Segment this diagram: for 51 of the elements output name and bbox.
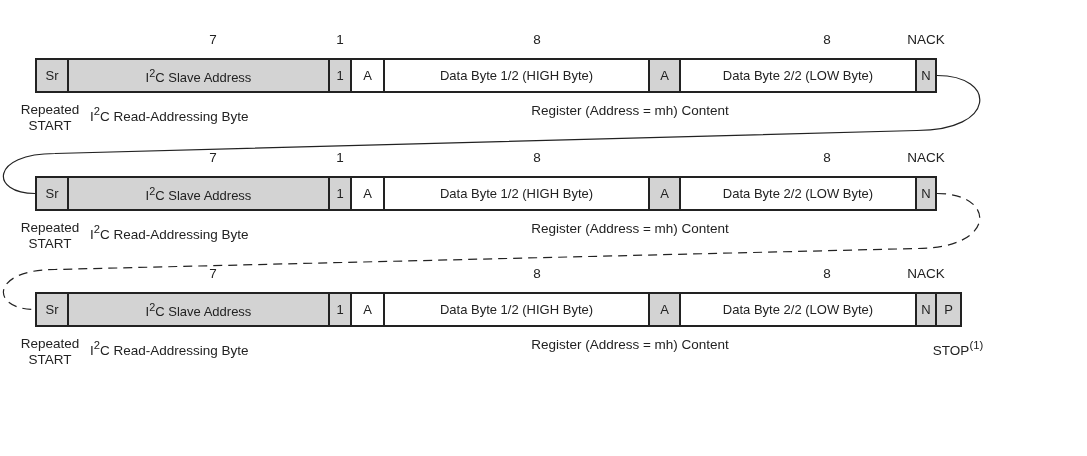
ack-field: A bbox=[350, 58, 385, 93]
bit-count: 8 bbox=[823, 150, 831, 166]
ack-field: A bbox=[350, 292, 385, 327]
nack-field: N bbox=[915, 58, 937, 93]
caption: NACK bbox=[907, 266, 945, 282]
caption: NACK bbox=[907, 32, 945, 48]
caption: I$^{2}$C Read-Addressing Byte bbox=[90, 338, 249, 359]
nack-field: N bbox=[915, 292, 937, 327]
caption: Register (Address = mh) Content bbox=[531, 221, 729, 237]
ack-field: A bbox=[350, 176, 385, 211]
bit-count: 1 bbox=[336, 150, 344, 166]
address-field: I$^{2}$C Slave Address bbox=[67, 176, 330, 211]
bit-count: 8 bbox=[823, 266, 831, 282]
data-field: Data Byte 2/2 (LOW Byte) bbox=[679, 292, 917, 327]
ack-field: A bbox=[648, 58, 681, 93]
data-field: Data Byte 1/2 (HIGH Byte) bbox=[383, 292, 650, 327]
caption: Repeated START bbox=[19, 102, 81, 134]
bit-count: 7 bbox=[209, 266, 217, 282]
bit-count: 7 bbox=[209, 32, 217, 48]
connector-line bbox=[3, 192, 981, 311]
data-field: Data Byte 1/2 (HIGH Byte) bbox=[383, 58, 650, 93]
caption: NACK bbox=[907, 150, 945, 166]
start-field: Sr bbox=[35, 176, 69, 211]
bit-count: 7 bbox=[209, 150, 217, 166]
read-bit-field: 1 bbox=[328, 292, 352, 327]
caption: I$^{2}$C Read-Addressing Byte bbox=[90, 222, 249, 243]
ack-field: A bbox=[648, 176, 681, 211]
address-field: I$^{2}$C Slave Address bbox=[67, 292, 330, 327]
address-field: I$^{2}$C Slave Address bbox=[67, 58, 330, 93]
read-bit-field: 1 bbox=[328, 176, 352, 211]
caption: Repeated START bbox=[19, 336, 81, 368]
ack-field: A bbox=[648, 292, 681, 327]
nack-field: N bbox=[915, 176, 937, 211]
caption: Repeated START bbox=[19, 220, 81, 252]
bit-count: 8 bbox=[823, 32, 831, 48]
caption: Register (Address = mh) Content bbox=[531, 337, 729, 353]
data-field: Data Byte 2/2 (LOW Byte) bbox=[679, 58, 917, 93]
bit-count: 1 bbox=[336, 32, 344, 48]
stop-field: P bbox=[935, 292, 962, 327]
bit-count: 8 bbox=[533, 266, 541, 282]
start-field: Sr bbox=[35, 58, 69, 93]
data-field: Data Byte 2/2 (LOW Byte) bbox=[679, 176, 917, 211]
caption: I$^{2}$C Read-Addressing Byte bbox=[90, 104, 249, 125]
bit-count: 8 bbox=[533, 32, 541, 48]
caption: STOP$^{(1)}$ bbox=[932, 338, 984, 359]
connector-line bbox=[3, 74, 981, 195]
caption: Register (Address = mh) Content bbox=[531, 103, 729, 119]
bit-count: 8 bbox=[533, 150, 541, 166]
start-field: Sr bbox=[35, 292, 69, 327]
data-field: Data Byte 1/2 (HIGH Byte) bbox=[383, 176, 650, 211]
read-bit-field: 1 bbox=[328, 58, 352, 93]
